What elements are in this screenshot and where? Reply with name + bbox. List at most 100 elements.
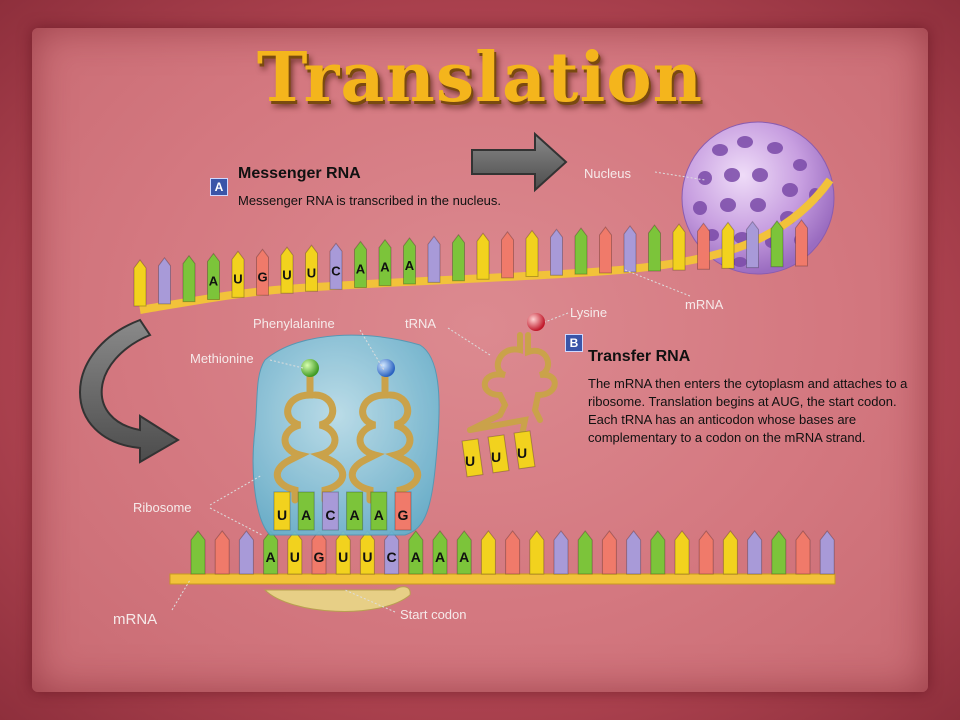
anticodon-label: A bbox=[374, 507, 384, 523]
bottom-base-18 bbox=[626, 530, 642, 575]
top-base-25 bbox=[746, 220, 759, 269]
free-trna-base-label: U bbox=[465, 453, 475, 469]
bottom-base-label: A bbox=[435, 549, 445, 565]
top-base-label: A bbox=[380, 260, 390, 275]
top-base-2 bbox=[182, 254, 196, 303]
free-trna-base-0 bbox=[461, 438, 484, 478]
top-base-17 bbox=[550, 228, 563, 276]
mrna-top-label: mRNA bbox=[685, 297, 724, 312]
curved-arrow-icon bbox=[79, 318, 180, 464]
bottom-base-label: A bbox=[459, 549, 469, 565]
bottom-base-label: G bbox=[314, 549, 325, 565]
phenylalanine-ball bbox=[377, 359, 395, 377]
top-base-4 bbox=[231, 250, 245, 298]
section-b-text: The mRNA then enters the cytoplasm and a… bbox=[588, 376, 908, 445]
top-base-8 bbox=[329, 242, 343, 290]
top-base-3 bbox=[207, 252, 220, 301]
section-b-heading: Transfer RNA bbox=[588, 348, 691, 365]
bottom-base-23 bbox=[747, 530, 763, 575]
trna-label: tRNA bbox=[405, 316, 437, 331]
top-base-24 bbox=[721, 221, 735, 269]
anticodon-base-1 bbox=[297, 491, 315, 531]
bottom-base-16 bbox=[577, 530, 593, 575]
ribosome bbox=[252, 334, 440, 612]
free-trna-base-label: U bbox=[517, 445, 527, 461]
top-base-12 bbox=[427, 235, 441, 283]
bottom-base-label: U bbox=[290, 549, 300, 565]
trna-right bbox=[349, 368, 421, 504]
bottom-base-1 bbox=[214, 530, 230, 575]
trna-left bbox=[274, 368, 346, 504]
anticodon-label: U bbox=[277, 507, 287, 523]
lysine-ball bbox=[527, 313, 545, 331]
section-a-badge: A bbox=[210, 178, 228, 196]
top-base-0 bbox=[133, 259, 147, 307]
mrna-bottom-strand bbox=[169, 573, 836, 585]
bottom-base-15 bbox=[553, 530, 569, 575]
anticodon-base-0 bbox=[273, 491, 291, 531]
anticodon-label: A bbox=[301, 507, 311, 523]
bottom-base-label: U bbox=[362, 549, 372, 565]
top-base-label: U bbox=[233, 271, 242, 286]
page-title: Translation bbox=[256, 38, 704, 118]
bottom-base-17 bbox=[601, 530, 617, 575]
free-trna bbox=[467, 332, 558, 448]
bottom-base-2 bbox=[238, 530, 254, 575]
bottom-base-9 bbox=[408, 530, 424, 575]
top-base-9 bbox=[354, 240, 367, 288]
top-base-20 bbox=[623, 225, 637, 273]
bottom-base-19 bbox=[650, 530, 666, 575]
bottom-base-label: A bbox=[411, 549, 421, 565]
top-base-label: A bbox=[356, 261, 366, 276]
top-base-label: G bbox=[257, 269, 267, 284]
anticodon-label: G bbox=[398, 507, 409, 523]
top-base-1 bbox=[158, 256, 171, 305]
top-base-15 bbox=[501, 231, 514, 279]
top-base-label: A bbox=[405, 258, 415, 273]
right-arrow-icon bbox=[471, 131, 568, 193]
section-a-text: Messenger RNA is transcribed in the nucl… bbox=[238, 193, 502, 208]
top-base-14 bbox=[476, 232, 490, 280]
top-base-label: A bbox=[209, 274, 219, 289]
bottom-base-25 bbox=[795, 530, 811, 575]
top-base-16 bbox=[525, 229, 539, 278]
top-base-18 bbox=[574, 227, 588, 275]
anticodon-base-2 bbox=[321, 491, 339, 531]
bottom-base-22 bbox=[722, 530, 738, 575]
top-base-11 bbox=[403, 237, 416, 285]
top-base-23 bbox=[697, 222, 710, 270]
mrna-bottom-label: mRNA bbox=[113, 611, 158, 628]
top-base-label: U bbox=[282, 267, 291, 282]
top-base-21 bbox=[648, 224, 661, 272]
bottom-base-label: A bbox=[266, 549, 276, 565]
bottom-base-13 bbox=[505, 530, 521, 575]
nucleus-label: Nucleus bbox=[584, 166, 631, 181]
anticodon-label: C bbox=[325, 507, 335, 523]
bottom-base-20 bbox=[674, 530, 690, 575]
anticodon-base-5 bbox=[394, 491, 412, 531]
bottom-base-26 bbox=[819, 530, 835, 575]
anticodon-base-3 bbox=[346, 491, 364, 531]
bottom-base-0 bbox=[190, 530, 206, 575]
bottom-base-10 bbox=[432, 530, 448, 575]
bottom-base-11 bbox=[456, 530, 472, 575]
top-base-5 bbox=[256, 248, 269, 296]
methionine-label: Methionine bbox=[190, 351, 254, 366]
section-b-badge: B bbox=[565, 334, 583, 352]
bottom-base-12 bbox=[480, 530, 496, 575]
ribosome-label: Ribosome bbox=[133, 500, 192, 515]
leader-lines bbox=[171, 171, 706, 613]
lysine-label: Lysine bbox=[570, 305, 608, 320]
top-base-7 bbox=[305, 244, 318, 292]
phenylalanine-label: Phenylalanine bbox=[253, 316, 335, 331]
anticodon-label: A bbox=[350, 507, 360, 523]
start-codon-label: Start codon bbox=[400, 607, 467, 622]
free-trna-base-label: U bbox=[491, 449, 501, 465]
bottom-base-label: C bbox=[387, 549, 397, 565]
bottom-base-14 bbox=[529, 530, 545, 575]
top-base-19 bbox=[599, 226, 612, 274]
